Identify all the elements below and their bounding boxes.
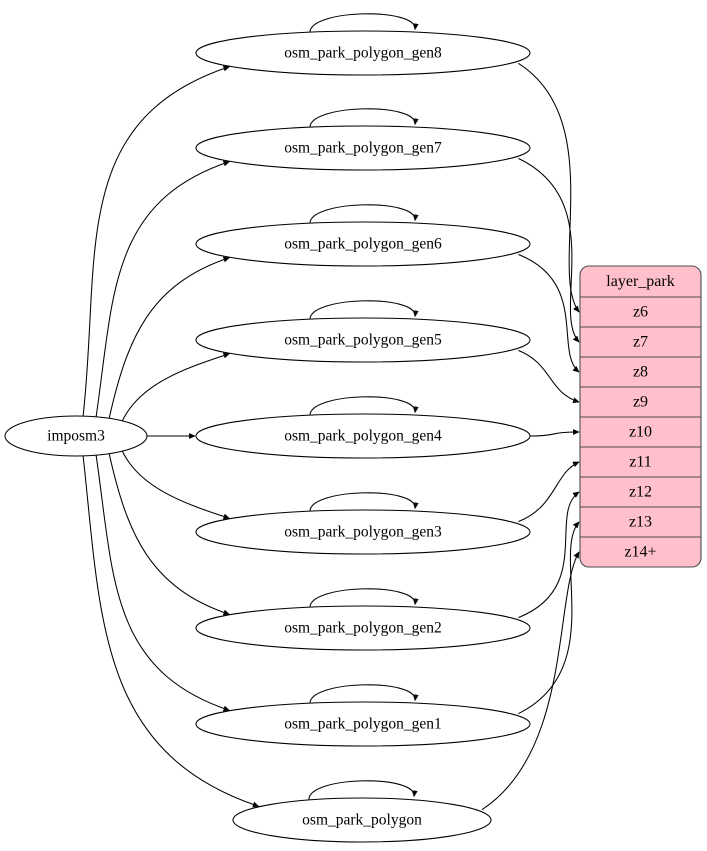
layer-park-row-z7[interactable]: z7 <box>633 334 648 351</box>
edge-group-imposm3-to-tables <box>82 67 259 807</box>
edge-osm-park-polygon-gen2-to-z12 <box>518 491 579 619</box>
osm-park-polygon-label: osm_park_polygon <box>302 812 422 829</box>
edge-imposm3-to-osm-park-polygon-gen8 <box>82 67 229 417</box>
edge-osm-park-polygon-gen5-to-z9 <box>518 349 579 402</box>
layer-park-row-z9[interactable]: z9 <box>633 394 648 411</box>
osm-park-polygon-gen2-self-loop-edge <box>309 588 415 609</box>
layer-park-row-z11[interactable]: z11 <box>629 454 652 471</box>
osm-park-polygon-gen6-self-loop-edge <box>309 204 415 225</box>
edge-imposm3-to-osm-park-polygon-gen2 <box>108 451 230 615</box>
osm-park-polygon-gen1-label: osm_park_polygon_gen1 <box>284 716 442 733</box>
osm-park-polygon-node-shape[interactable] <box>232 797 492 843</box>
osm-park-polygon-gen6-node-shape[interactable] <box>195 221 531 267</box>
osm-park-polygon-gen5-self-loop-edge <box>309 300 415 321</box>
osm-park-polygon-gen7-self-loop-edge <box>309 108 415 129</box>
ellipse-node-group: osm_park_polygon_gen8 osm_park_polygon_ge… <box>4 30 531 843</box>
osm-park-polygon-gen4-self-loop-edge <box>309 396 415 417</box>
osm-park-polygon-gen4-label: osm_park_polygon_gen4 <box>284 428 442 445</box>
osm-park-polygon-gen8-label: osm_park_polygon_gen8 <box>284 45 442 62</box>
osm-park-polygon-gen6-label: osm_park_polygon_gen6 <box>284 236 442 253</box>
layer-park-row-z6[interactable]: z6 <box>633 304 648 321</box>
osm-park-polygon-gen4-node-shape[interactable] <box>195 413 531 459</box>
osm-park-polygon-gen7-label: osm_park_polygon_gen7 <box>284 140 442 157</box>
layer-park-table-node: layer_park z6 z7 z8 z9 z10 z11 z12 z13 z14+ <box>579 265 702 568</box>
osm-park-polygon-gen5-node-shape[interactable] <box>195 317 531 363</box>
osm-park-polygon-gen3-node-shape[interactable] <box>195 509 531 555</box>
edge-osm-park-polygon-gen3-to-z11 <box>518 461 579 523</box>
edge-osm-park-polygon-gen1-to-z13 <box>518 522 579 715</box>
edge-osm-park-polygon-gen7-to-z7 <box>518 157 579 342</box>
osm-park-polygon-gen3-self-loop-edge <box>309 492 415 513</box>
osm-park-polygon-gen2-label: osm_park_polygon_gen2 <box>284 620 442 637</box>
osm-park-polygon-gen5-label: osm_park_polygon_gen5 <box>284 332 442 349</box>
edge-osm-park-polygon-gen6-to-z8 <box>518 253 579 372</box>
edge-osm-park-polygon-to-z14plus <box>481 552 580 811</box>
edge-imposm3-to-osm-park-polygon <box>82 455 259 806</box>
edge-imposm3-to-osm-park-polygon-gen1 <box>95 453 230 711</box>
osm-park-polygon-self-loop-edge <box>308 780 414 801</box>
layer-park-row-z8[interactable]: z8 <box>633 364 648 381</box>
imposm3-node-shape[interactable] <box>4 415 148 457</box>
osm-park-polygon-gen2-node-shape[interactable] <box>195 605 531 651</box>
edge-imposm3-to-osm-park-polygon-gen6 <box>108 258 230 421</box>
osm-park-polygon-gen1-node-shape[interactable] <box>195 701 531 747</box>
edge-osm-park-polygon-gen4-to-z10 <box>529 432 579 437</box>
layer-park-row-z12[interactable]: z12 <box>629 484 652 501</box>
osm-park-polygon-gen8-node-shape[interactable] <box>195 30 531 76</box>
edge-group-self-loops <box>308 13 415 801</box>
edge-imposm3-to-osm-park-polygon-gen5 <box>120 354 229 423</box>
edge-imposm3-to-osm-park-polygon-gen7 <box>95 162 230 419</box>
osm-park-polygon-gen7-node-shape[interactable] <box>195 125 531 171</box>
osm-park-polygon-gen3-label: osm_park_polygon_gen3 <box>284 524 442 541</box>
osm-park-polygon-gen1-self-loop-edge <box>309 684 415 705</box>
layer-park-row-z13[interactable]: z13 <box>629 514 652 531</box>
imposm3-label: imposm3 <box>47 428 105 445</box>
layer-park-row-z14plus[interactable]: z14+ <box>624 544 656 561</box>
osm-park-polygon-gen8-self-loop-edge <box>309 13 415 34</box>
edge-imposm3-to-osm-park-polygon-gen3 <box>120 449 229 518</box>
layer-park-header-label: layer_park <box>606 273 674 290</box>
layer-park-row-z10[interactable]: z10 <box>629 424 652 441</box>
edge-group-tables-to-layer <box>481 62 580 811</box>
